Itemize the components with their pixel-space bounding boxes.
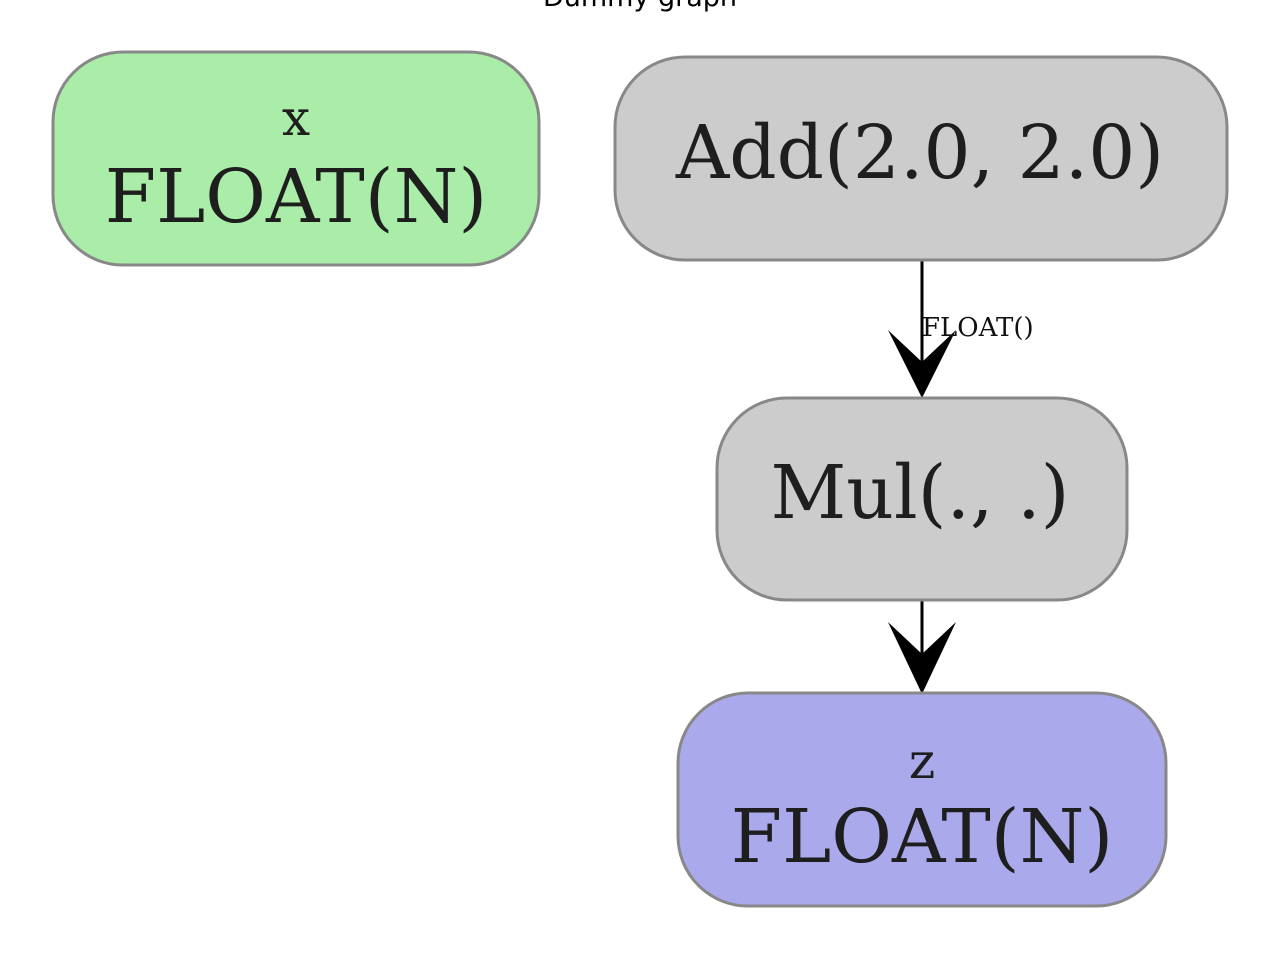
edge-label: FLOAT()	[922, 313, 1034, 343]
node-x[interactable]: x FLOAT(N)	[51, 50, 541, 267]
node-x-type: FLOAT(N)	[105, 154, 487, 240]
edge-add-to-mul: FLOAT()	[888, 260, 1034, 398]
graph-title: Dummy graph	[0, 0, 1280, 13]
node-x-name: x	[282, 89, 310, 147]
node-add-label: Add(2.0, 2.0)	[675, 110, 1164, 196]
node-z-type: FLOAT(N)	[731, 794, 1113, 880]
arrowhead-icon	[888, 622, 956, 694]
node-z[interactable]: z FLOAT(N)	[676, 691, 1168, 908]
arrowhead-icon	[888, 330, 956, 398]
node-mul-label: Mul(., .)	[771, 450, 1070, 536]
node-z-name: z	[909, 732, 935, 790]
node-mul[interactable]: Mul(., .)	[715, 396, 1129, 602]
node-add[interactable]: Add(2.0, 2.0)	[613, 55, 1229, 262]
edge-mul-to-z	[888, 600, 956, 694]
